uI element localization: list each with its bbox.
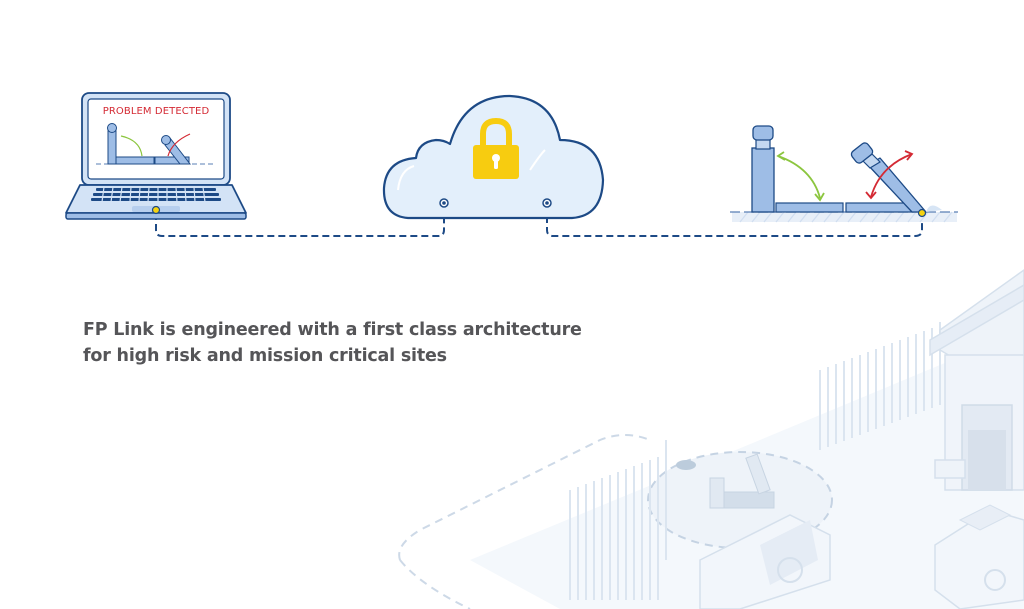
laptop-connector-dot xyxy=(151,205,161,215)
problem-detected-label: PROBLEM DETECTED xyxy=(103,106,210,117)
connector-cloud-barrier xyxy=(546,205,923,237)
laptop-icon: PROBLEM DETECTED xyxy=(65,92,247,220)
barrier-connector-dot xyxy=(917,208,927,218)
headline-line-1: FP Link is engineered with a first class… xyxy=(83,320,582,340)
padlock-icon xyxy=(473,117,519,179)
headline-line-2: for high risk and mission critical sites xyxy=(83,346,447,366)
connector-laptop-cloud xyxy=(155,205,445,237)
headline: FP Link is engineered with a first class… xyxy=(83,317,582,369)
wedge-barrier-icon xyxy=(730,125,958,223)
